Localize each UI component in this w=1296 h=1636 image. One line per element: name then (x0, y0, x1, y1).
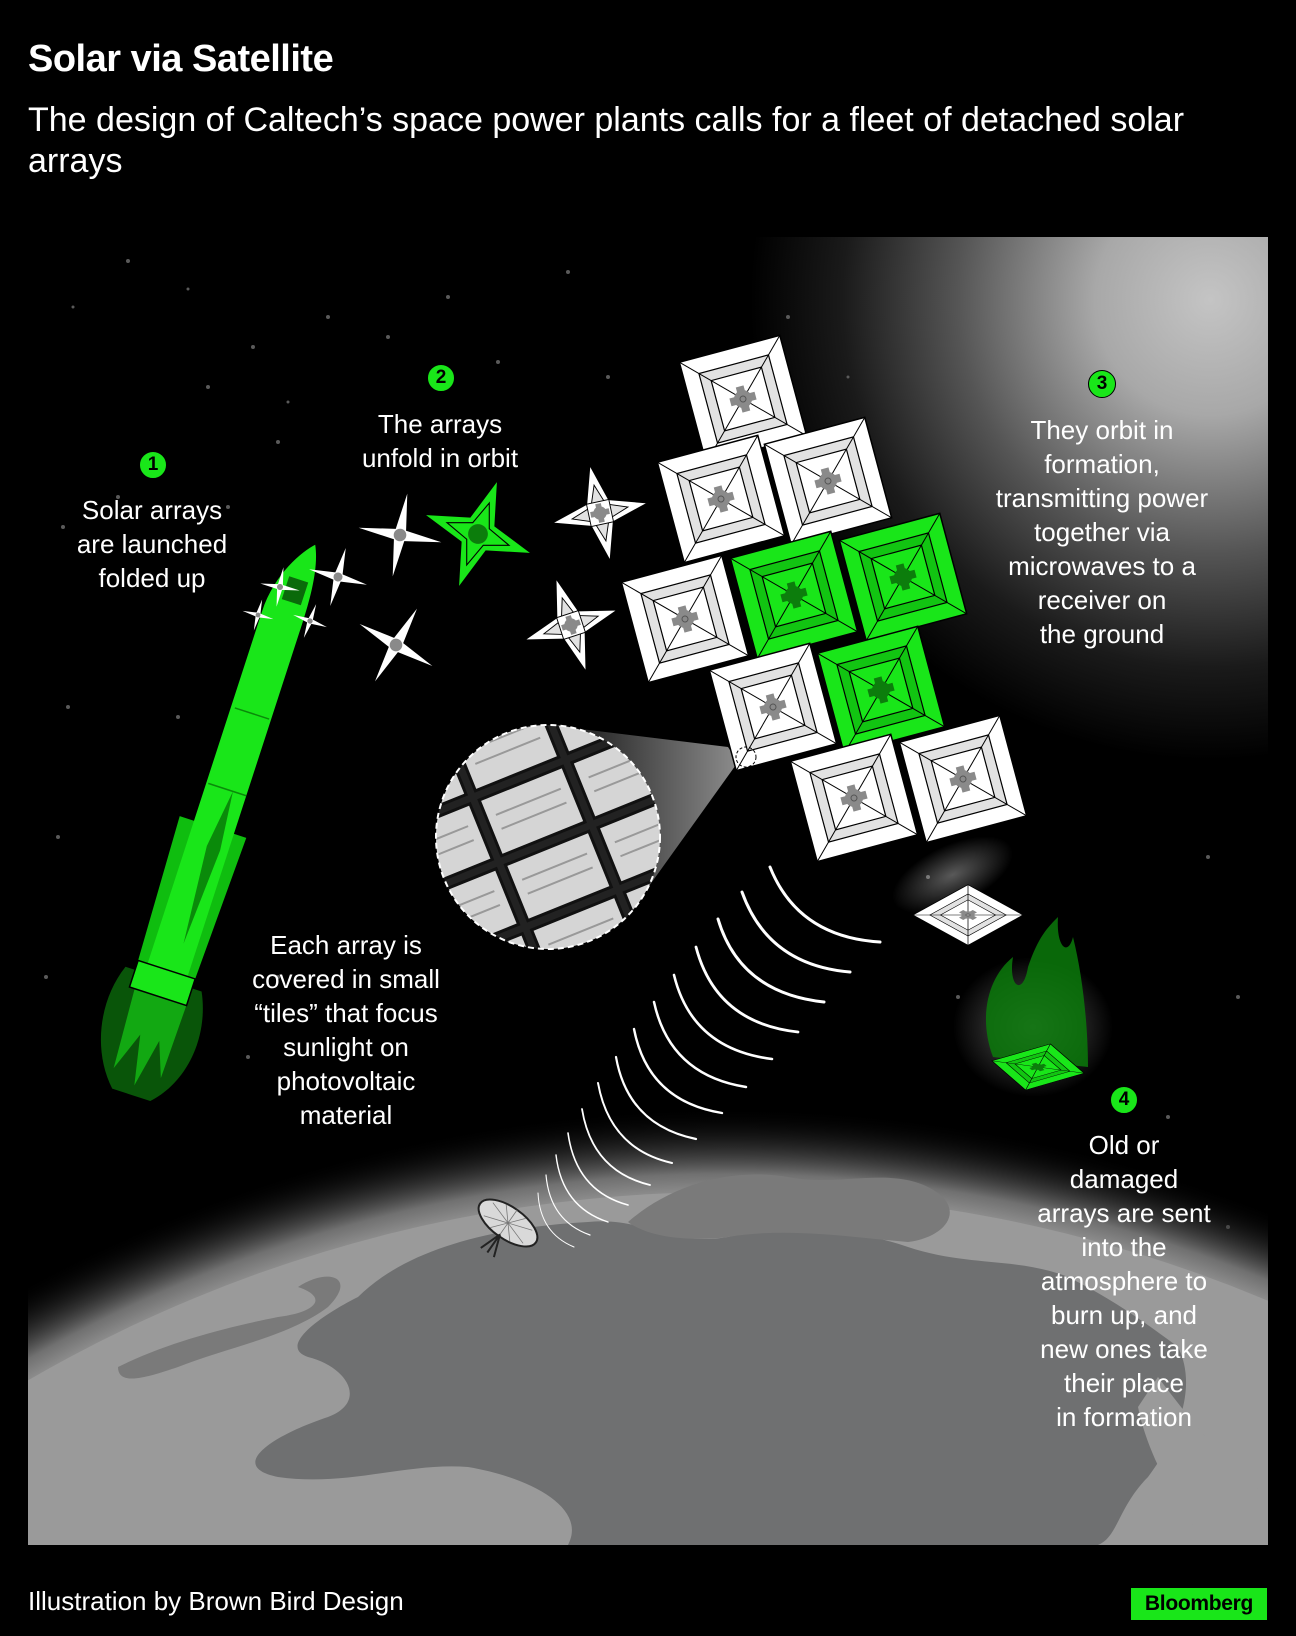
step-1-badge: 1 (139, 451, 167, 479)
step-4-caption: Old or damaged arrays are sent into the … (1037, 1130, 1211, 1432)
microwave-beam (537, 865, 882, 1248)
burning-array (985, 917, 1088, 1091)
step-4-badge: 4 (1110, 1086, 1138, 1114)
page-title: Solar via Satellite (28, 38, 334, 80)
array-formation (620, 334, 1028, 863)
illustration-credit: Illustration by Brown Bird Design (28, 1586, 404, 1616)
earth (28, 1107, 1268, 1545)
folded-arrays (238, 453, 660, 703)
step-2-caption: The arrays unfold in orbit (361, 409, 519, 473)
illustration (28, 237, 1268, 1545)
bloomberg-logo: Bloomberg (1131, 1588, 1267, 1620)
page-subtitle: The design of Caltech’s space power plan… (28, 101, 1185, 180)
step-2-badge: 2 (427, 364, 455, 392)
detail-caption: Each array is covered in small “tiles” t… (252, 930, 440, 1130)
step-3-badge: 3 (1088, 370, 1116, 398)
satellite-dish-icon (477, 1198, 539, 1258)
green-unfolding-array (422, 478, 534, 590)
rocket-icon (100, 544, 317, 1102)
step-3-caption: They orbit in formation, transmitting po… (995, 415, 1209, 649)
step-1-caption: Solar arrays are launched folded up (76, 495, 228, 593)
illustration-panel (28, 237, 1268, 1545)
